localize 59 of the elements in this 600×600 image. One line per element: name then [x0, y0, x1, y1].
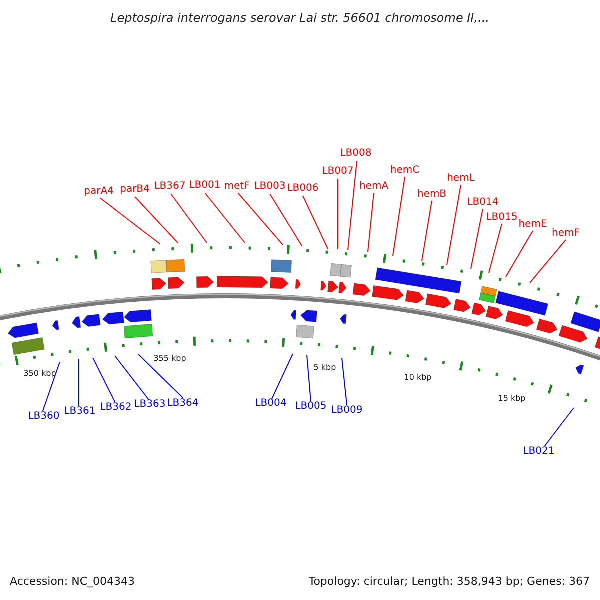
gene-label: LB007	[322, 166, 354, 178]
leader-line	[42, 362, 60, 412]
leader-line	[368, 192, 374, 252]
leader-line	[488, 224, 502, 274]
gene-label: LB362	[100, 402, 132, 414]
leader-line	[306, 354, 312, 402]
leader-line	[114, 356, 150, 400]
leader-line	[422, 200, 432, 262]
gene-label: LB005	[295, 401, 327, 413]
leader-line	[392, 176, 406, 256]
accession-text: Accession: NC_004343	[10, 576, 136, 588]
leader-line	[506, 230, 534, 278]
leader-line	[138, 354, 184, 398]
gene-label: metF	[224, 181, 250, 193]
leader-line	[348, 160, 358, 250]
gene-label: hemC	[390, 165, 420, 177]
leader-line	[272, 354, 294, 400]
gene-label: LB001	[189, 180, 221, 192]
gene-label: hemB	[417, 189, 447, 201]
gene-label: parB4	[120, 184, 150, 196]
leader-line	[446, 184, 462, 266]
leader-line	[302, 196, 328, 250]
leader-line	[342, 358, 348, 406]
gene-label: LB363	[134, 399, 166, 411]
gene-label: LB009	[331, 405, 363, 417]
gene-label: parA4	[84, 186, 114, 198]
scale-label: 15 kbp	[498, 393, 526, 405]
leader-line	[238, 192, 284, 246]
leader-line	[100, 198, 160, 244]
leader-line	[470, 208, 484, 270]
map-title: Leptospira interrogans serovar Lai str. 56601 chromosome II,...	[110, 12, 490, 24]
scale-label: 355 kbp	[154, 353, 186, 365]
gene-label: LB367	[154, 181, 186, 193]
gene-label: LB003	[254, 181, 286, 193]
leader-line	[204, 192, 246, 244]
leader-line	[544, 408, 574, 446]
leader-line	[134, 196, 178, 244]
gene-label: LB008	[340, 148, 372, 160]
leader-line	[270, 194, 302, 246]
gene-label: hemA	[359, 181, 389, 193]
leader-line	[530, 240, 566, 284]
leader-line	[92, 358, 116, 402]
gene-label: LB364	[167, 398, 199, 410]
summary-text: Topology: circular; Length: 358,943 bp; Genes: 367	[308, 576, 590, 588]
gene-label: LB360	[28, 411, 60, 423]
leader-line	[78, 358, 80, 406]
gene-label: hemL	[447, 173, 475, 185]
gene-label: LB361	[64, 406, 96, 418]
gene-label: LB015	[486, 212, 518, 224]
gene-label: LB006	[287, 183, 319, 195]
gene-label: LB014	[467, 197, 499, 209]
scale-label: 5 kbp	[314, 362, 336, 374]
scale-label: 350 kbp	[24, 368, 56, 380]
scale-label: 10 kbp	[404, 372, 432, 384]
gene-label: hemF	[552, 228, 580, 240]
gene-label: hemE	[518, 219, 548, 231]
leader-line	[170, 194, 208, 244]
gene-label: LB004	[255, 398, 287, 410]
gene-label: LB021	[523, 446, 555, 458]
